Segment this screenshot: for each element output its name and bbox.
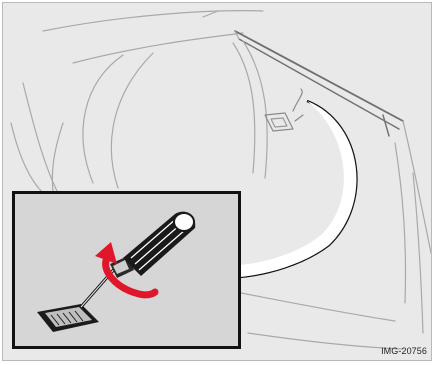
illustration-frame: IMG-20756	[2, 2, 432, 361]
cover-plate-icon	[37, 304, 99, 332]
image-id-label: IMG-20756	[381, 346, 427, 356]
detail-inset	[12, 191, 241, 349]
